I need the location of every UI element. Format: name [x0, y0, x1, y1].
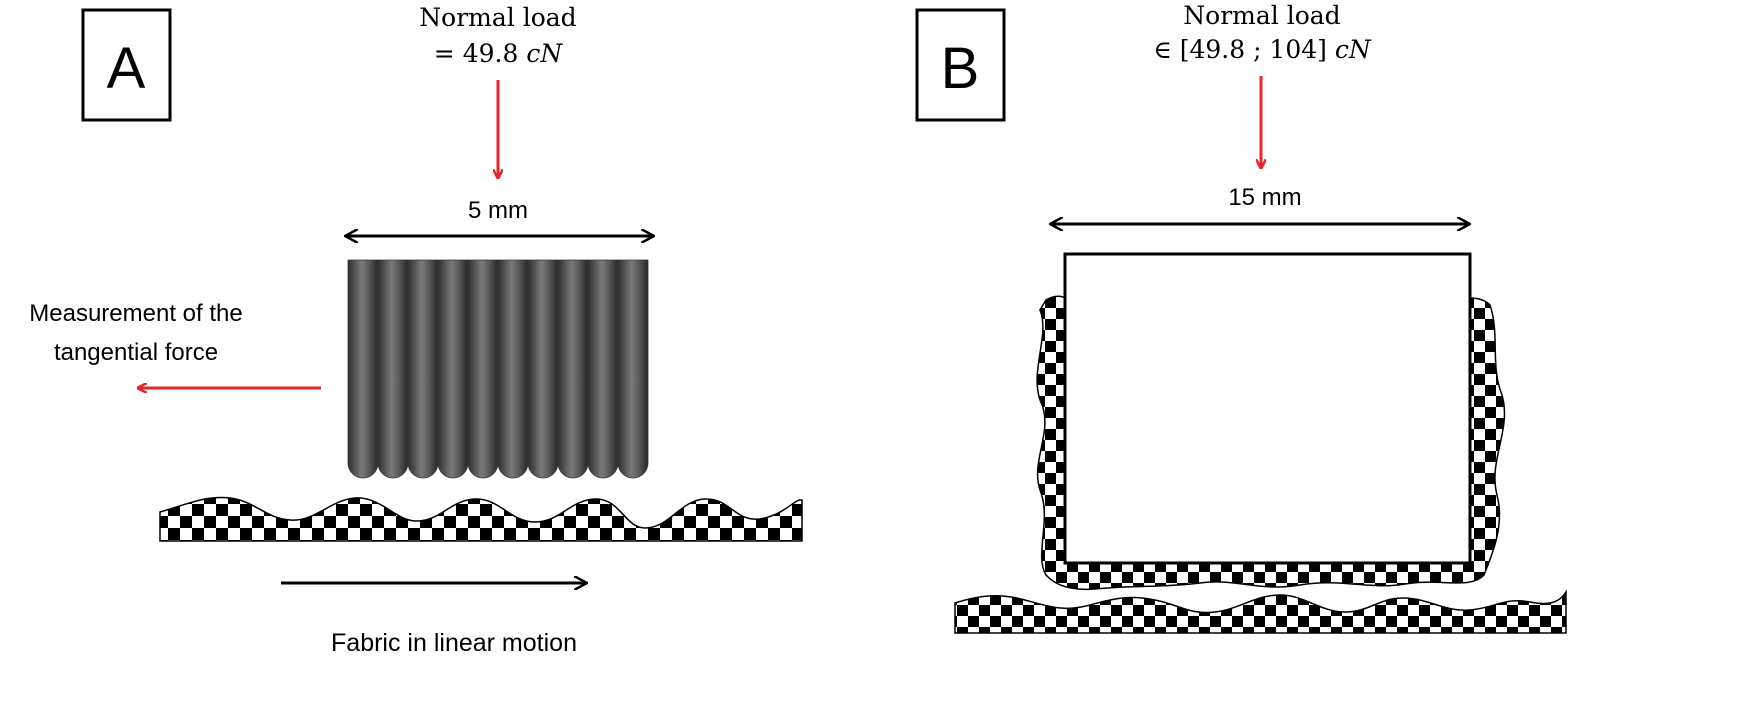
slider-block	[1063, 252, 1472, 565]
panel-a-normal-load-value: = 49.8 cN	[434, 39, 564, 68]
probe-fiber	[437, 259, 469, 479]
probe-fiber	[407, 259, 439, 479]
panel-a-width-label: 5 mm	[468, 197, 528, 224]
probe-fibers	[347, 259, 649, 479]
panel-a-label-box	[81, 8, 172, 122]
panel-a: A Normal load = 49.8 cN 5 mm Measurement…	[29, 3, 803, 657]
panel-a-fabric	[159, 496, 803, 542]
panel-b-label-box	[915, 8, 1006, 122]
panel-a-tangential-label-line1: Measurement of the	[29, 300, 242, 327]
probe-fiber	[527, 259, 559, 479]
probe-fiber	[497, 259, 529, 479]
probe-fiber	[617, 259, 649, 479]
panel-a-label: A	[107, 36, 146, 101]
panel-b-width-label: 15 mm	[1228, 184, 1301, 211]
panel-b-base-fabric	[954, 589, 1567, 634]
probe-fiber	[557, 259, 589, 479]
panel-a-normal-load-title: Normal load	[419, 3, 576, 32]
panel-b-normal-load-title: Normal load	[1183, 1, 1340, 30]
panel-b-label: B	[941, 36, 980, 101]
probe-fiber	[347, 259, 379, 479]
panel-b-normal-load-value: ∈ [49.8 ; 104] cN	[1153, 35, 1372, 64]
probe-fiber	[467, 259, 499, 479]
wrapped-fabric	[1036, 295, 1506, 591]
panel-a-motion-label: Fabric in linear motion	[331, 629, 577, 657]
panel-b: B Normal load ∈ [49.8 ; 104] cN 15 mm	[915, 1, 1567, 634]
probe-fiber	[587, 259, 619, 479]
probe-fiber	[377, 259, 409, 479]
panel-a-tangential-label-line2: tangential force	[54, 339, 218, 366]
